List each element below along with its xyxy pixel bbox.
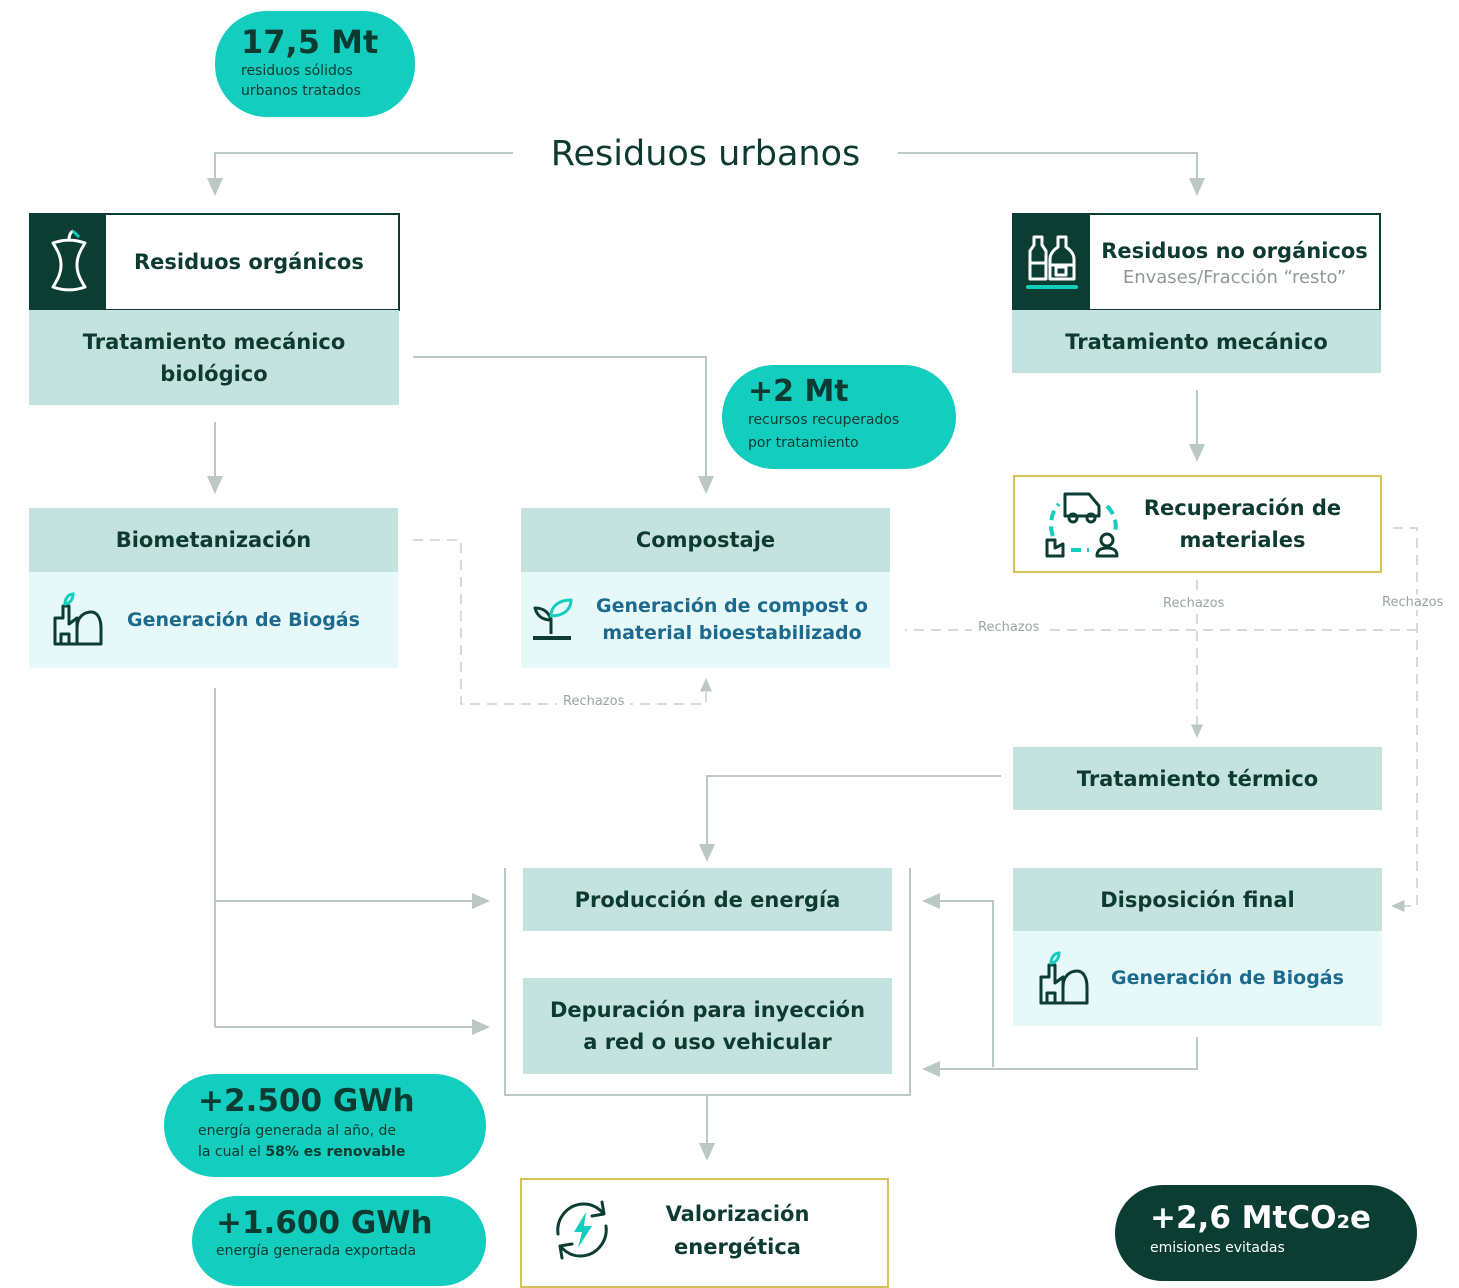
stat-line: emisiones evitadas [1150, 1240, 1285, 1256]
biomethanization-label: Biometanización [115, 528, 312, 552]
page-title: Residuos urbanos [513, 132, 898, 176]
biogas-plant-icon [1037, 950, 1093, 1007]
mechanical-biological-treatment: Tratamiento mecánico biológico [29, 310, 399, 405]
energy-cycle-icon [546, 1194, 618, 1266]
energy-production: Producción de energía [523, 868, 892, 931]
page-title-text: Residuos urbanos [550, 134, 861, 174]
final-disposal: Disposición final [1013, 868, 1382, 931]
bottles-conveyor-icon [1014, 215, 1090, 309]
rejects-label: Rechazos [972, 620, 1046, 635]
non-organic-waste-box: Residuos no orgánicos Envases/Fracción “… [1012, 213, 1381, 311]
composting-output: Generación de compost o material bioesta… [521, 572, 890, 668]
composting: Compostaje [521, 508, 890, 572]
purification-injection: Depuración para inyección a red o uso ve… [523, 978, 892, 1074]
stat-resources-recovered: +2 Mt recursos recuperados por tratamien… [722, 365, 956, 469]
rejects-label: Rechazos [557, 694, 631, 709]
thermal-treatment: Tratamiento térmico [1013, 747, 1382, 810]
purification-line: Depuración para inyección [549, 998, 866, 1022]
stat-emissions-avoided: +2,6 MtCO₂e emisiones evitadas [1115, 1185, 1417, 1281]
mbt-label: Tratamiento mecánico biológico [82, 329, 346, 386]
stat-value: +2,6 MtCO₂e [1150, 1200, 1372, 1236]
stat-line: energía generada exportada [216, 1243, 417, 1259]
biogas-plant-icon [51, 592, 107, 648]
final-disposal-output: Generación de Biogás [1013, 931, 1382, 1026]
composting-output-line: material bioestabilizado [602, 622, 862, 644]
energy-recovery-line: energética [674, 1235, 801, 1259]
purification-line: a red o uso vehicular [583, 1030, 832, 1054]
non-organic-subtitle: Envases/Fracción “resto” [1122, 267, 1347, 288]
organic-waste-title: Residuos orgánicos [134, 250, 364, 274]
rejects-label: Rechazos [1157, 596, 1231, 611]
composting-label: Compostaje [635, 528, 776, 552]
sprout-icon [529, 594, 577, 646]
stat-line-prefix: la cual el [198, 1144, 266, 1160]
material-recovery: Recuperación de materiales [1013, 475, 1382, 573]
stat-line: residuos sólidos [241, 63, 353, 79]
rejects-label: Rechazos [1376, 595, 1450, 610]
stat-energy-generated: +2.500 GWh energía generada al año, de l… [164, 1074, 486, 1177]
stat-line: recursos recuperados [748, 412, 900, 428]
biomethanization-output: Generación de Biogás [29, 572, 398, 668]
biomethanization-output-label: Generación de Biogás [127, 608, 360, 631]
stat-waste-treated: 17,5 Mt residuos sólidos urbanos tratado… [215, 11, 415, 117]
final-disposal-label: Disposición final [1100, 887, 1295, 912]
energy-recovery: Valorización energética [520, 1178, 889, 1288]
stat-energy-exported: +1.600 GWh energía generada exportada [192, 1196, 486, 1286]
apple-core-icon [31, 215, 106, 309]
recycling-truck-icon [1043, 486, 1125, 562]
stat-line: por tratamiento [748, 435, 859, 451]
final-disposal-output-label: Generación de Biogás [1111, 967, 1344, 989]
stat-value: +2.500 GWh [198, 1083, 415, 1119]
energy-production-label: Producción de energía [574, 887, 841, 912]
biomethanization: Biometanización [29, 508, 398, 572]
thermal-treatment-label: Tratamiento térmico [1076, 766, 1319, 791]
organic-waste-box: Residuos orgánicos [29, 213, 400, 311]
material-recovery-line: materiales [1179, 528, 1306, 552]
stat-value: 17,5 Mt [241, 23, 379, 61]
stat-line-bold: 58% es renovable [265, 1144, 406, 1160]
energy-recovery-line: Valorización [665, 1202, 810, 1226]
non-organic-title: Residuos no orgánicos [1101, 239, 1368, 263]
composting-output-line: Generación de compost o [596, 595, 868, 617]
material-recovery-line: Recuperación de [1143, 496, 1342, 520]
mechanical-treatment-label: Tratamiento mecánico [1065, 329, 1328, 354]
stat-value: +1.600 GWh [216, 1205, 433, 1241]
mechanical-treatment: Tratamiento mecánico [1012, 310, 1381, 373]
stat-line: energía generada al año, de [198, 1123, 396, 1139]
stat-value: +2 Mt [748, 374, 849, 409]
stat-line: urbanos tratados [241, 83, 361, 99]
